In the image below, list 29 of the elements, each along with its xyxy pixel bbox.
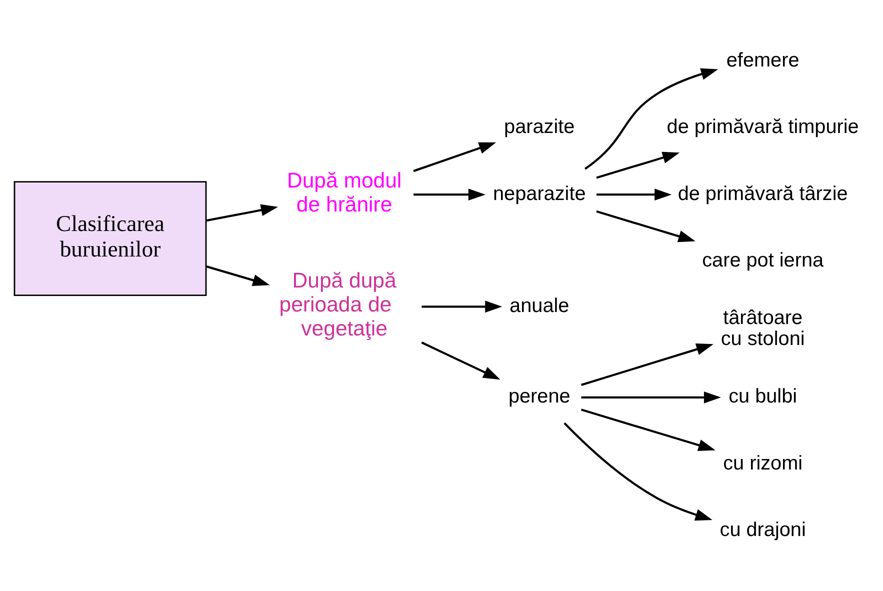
- node-text: După modul de hrănire: [286, 168, 402, 216]
- node-text: de primăvară târzie: [678, 182, 848, 204]
- arrow: [413, 142, 496, 172]
- arrow: [422, 300, 502, 312]
- node-text: cu bulbi: [728, 385, 798, 408]
- arrow: [584, 68, 718, 170]
- node-text: neparazite: [493, 182, 586, 204]
- node-text: efemere: [726, 48, 800, 71]
- node-text: anuale: [510, 294, 570, 316]
- arrow: [414, 188, 486, 200]
- arrow: [581, 390, 722, 403]
- node-text: care pot ierna: [702, 248, 824, 271]
- arrow: [596, 188, 672, 200]
- node-text: cu drajoni: [720, 518, 806, 541]
- arrow: [580, 342, 714, 386]
- node-text: de primăvară timpurie: [666, 116, 859, 138]
- node-box: Clasificarea buruienilor: [14, 180, 207, 296]
- node-text: perene: [508, 385, 570, 408]
- node-text: cu rizomi: [723, 452, 803, 474]
- node-text: După după perioada de vegetaţie: [279, 268, 396, 340]
- arrow: [580, 408, 716, 450]
- arrow: [596, 210, 696, 242]
- node-text: parazite: [504, 116, 575, 138]
- arrow: [596, 151, 680, 178]
- arrow: [206, 204, 278, 222]
- arrow: [564, 422, 712, 520]
- arrow: [206, 264, 270, 286]
- node-text: târâtoare cu stoloni: [720, 306, 805, 350]
- arrow: [421, 341, 500, 380]
